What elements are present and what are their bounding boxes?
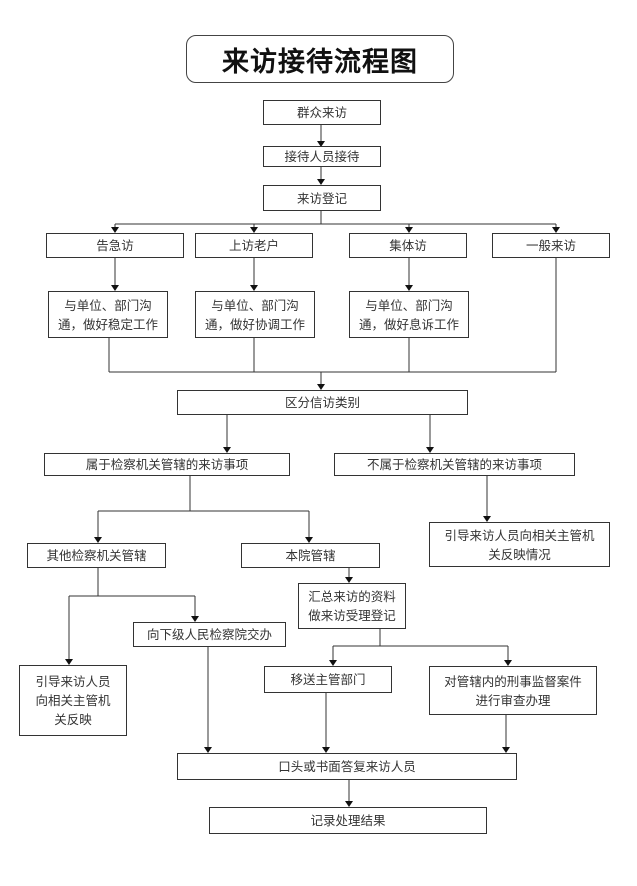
arrow-head [552,227,560,233]
arrow-head [502,747,510,753]
node-this-court: 本院管辖 [241,543,380,568]
arrow-head [305,537,313,543]
arrow-head [111,285,119,291]
arrow-head [329,660,337,666]
node-in-scope: 属于检察机关管辖的来访事项 [44,453,290,476]
node-out-scope: 不属于检察机关管辖的来访事项 [334,453,575,476]
arrow-head [317,384,325,390]
node-visit: 群众来访 [263,100,381,125]
node-urgent: 告急访 [46,233,184,258]
arrow-head [317,179,325,185]
arrow-head [322,747,330,753]
node-guide-other: 引导来访人员向相关主管机关反映 [19,665,127,736]
node-transfer: 移送主管部门 [264,666,392,693]
node-summarize: 汇总来访的资料做来访受理登记 [298,583,406,629]
arrow-head [405,285,413,291]
arrow-head [345,577,353,583]
node-reception: 接待人员接待 [263,146,381,167]
node-general: 一般来访 [492,233,610,258]
arrow-head [250,227,258,233]
node-classify: 区分信访类别 [177,390,468,415]
node-group: 集体访 [349,233,467,258]
arrow-head [483,516,491,522]
arrow-head [65,659,73,665]
node-lower-court: 向下级人民检察院交办 [133,622,286,647]
node-reply: 口头或书面答复来访人员 [177,753,517,780]
arrow-head [504,660,512,666]
node-other-procuratorate: 其他检察机关管辖 [27,543,166,568]
node-repeat-action: 与单位、部门沟通，做好协调工作 [195,291,315,338]
node-out-scope-guide: 引导来访人员向相关主管机关反映情况 [429,522,610,567]
node-review: 对管辖内的刑事监督案件进行审查办理 [429,666,597,715]
arrow-head [317,141,325,147]
arrow-head [223,447,231,453]
node-group-action: 与单位、部门沟通，做好息诉工作 [349,291,469,338]
node-repeat: 上访老户 [195,233,313,258]
arrow-head [405,227,413,233]
flowchart-title: 来访接待流程图 [186,35,454,83]
arrow-head [426,447,434,453]
node-urgent-action: 与单位、部门沟通，做好稳定工作 [48,291,168,338]
arrow-head [94,537,102,543]
node-record: 记录处理结果 [209,807,487,834]
node-register: 来访登记 [263,185,381,211]
arrow-head [111,227,119,233]
arrow-head [191,616,199,622]
arrow-head [204,747,212,753]
arrow-head [250,285,258,291]
arrow-head [345,801,353,807]
